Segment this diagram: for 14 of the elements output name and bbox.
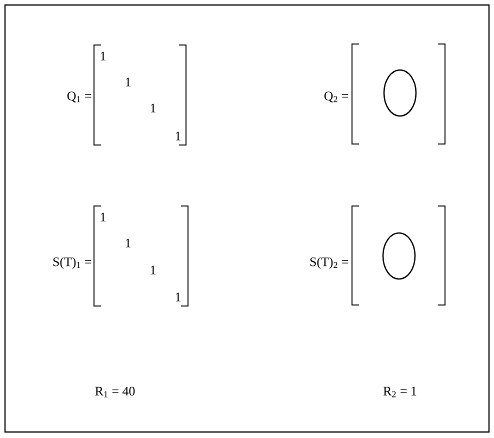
matrix-entry: 1 [100,212,106,222]
matrix-name: Q$_{1}$ = [67,92,92,102]
matrix-entry: 1 [100,52,106,60]
matrix-name: Q$_{2}$ = [324,92,348,102]
matrix-entry: 1 [176,132,180,140]
matrix-name: S(T)$_{1}$ = [53,257,92,269]
matrix-entry: 1 [126,238,130,248]
equation-text: R$_{1}$ = 40 [95,386,135,398]
matrix-entry: 1 [126,78,130,86]
matrix-name: S(T)$_{2}$ = [310,257,348,269]
matrix-entry: 1 [150,104,156,112]
matrix-entry: 1 [176,292,180,302]
matrix-entry: 1 [150,266,156,274]
equation-text: R$_{2}$ = 1 [383,386,416,398]
